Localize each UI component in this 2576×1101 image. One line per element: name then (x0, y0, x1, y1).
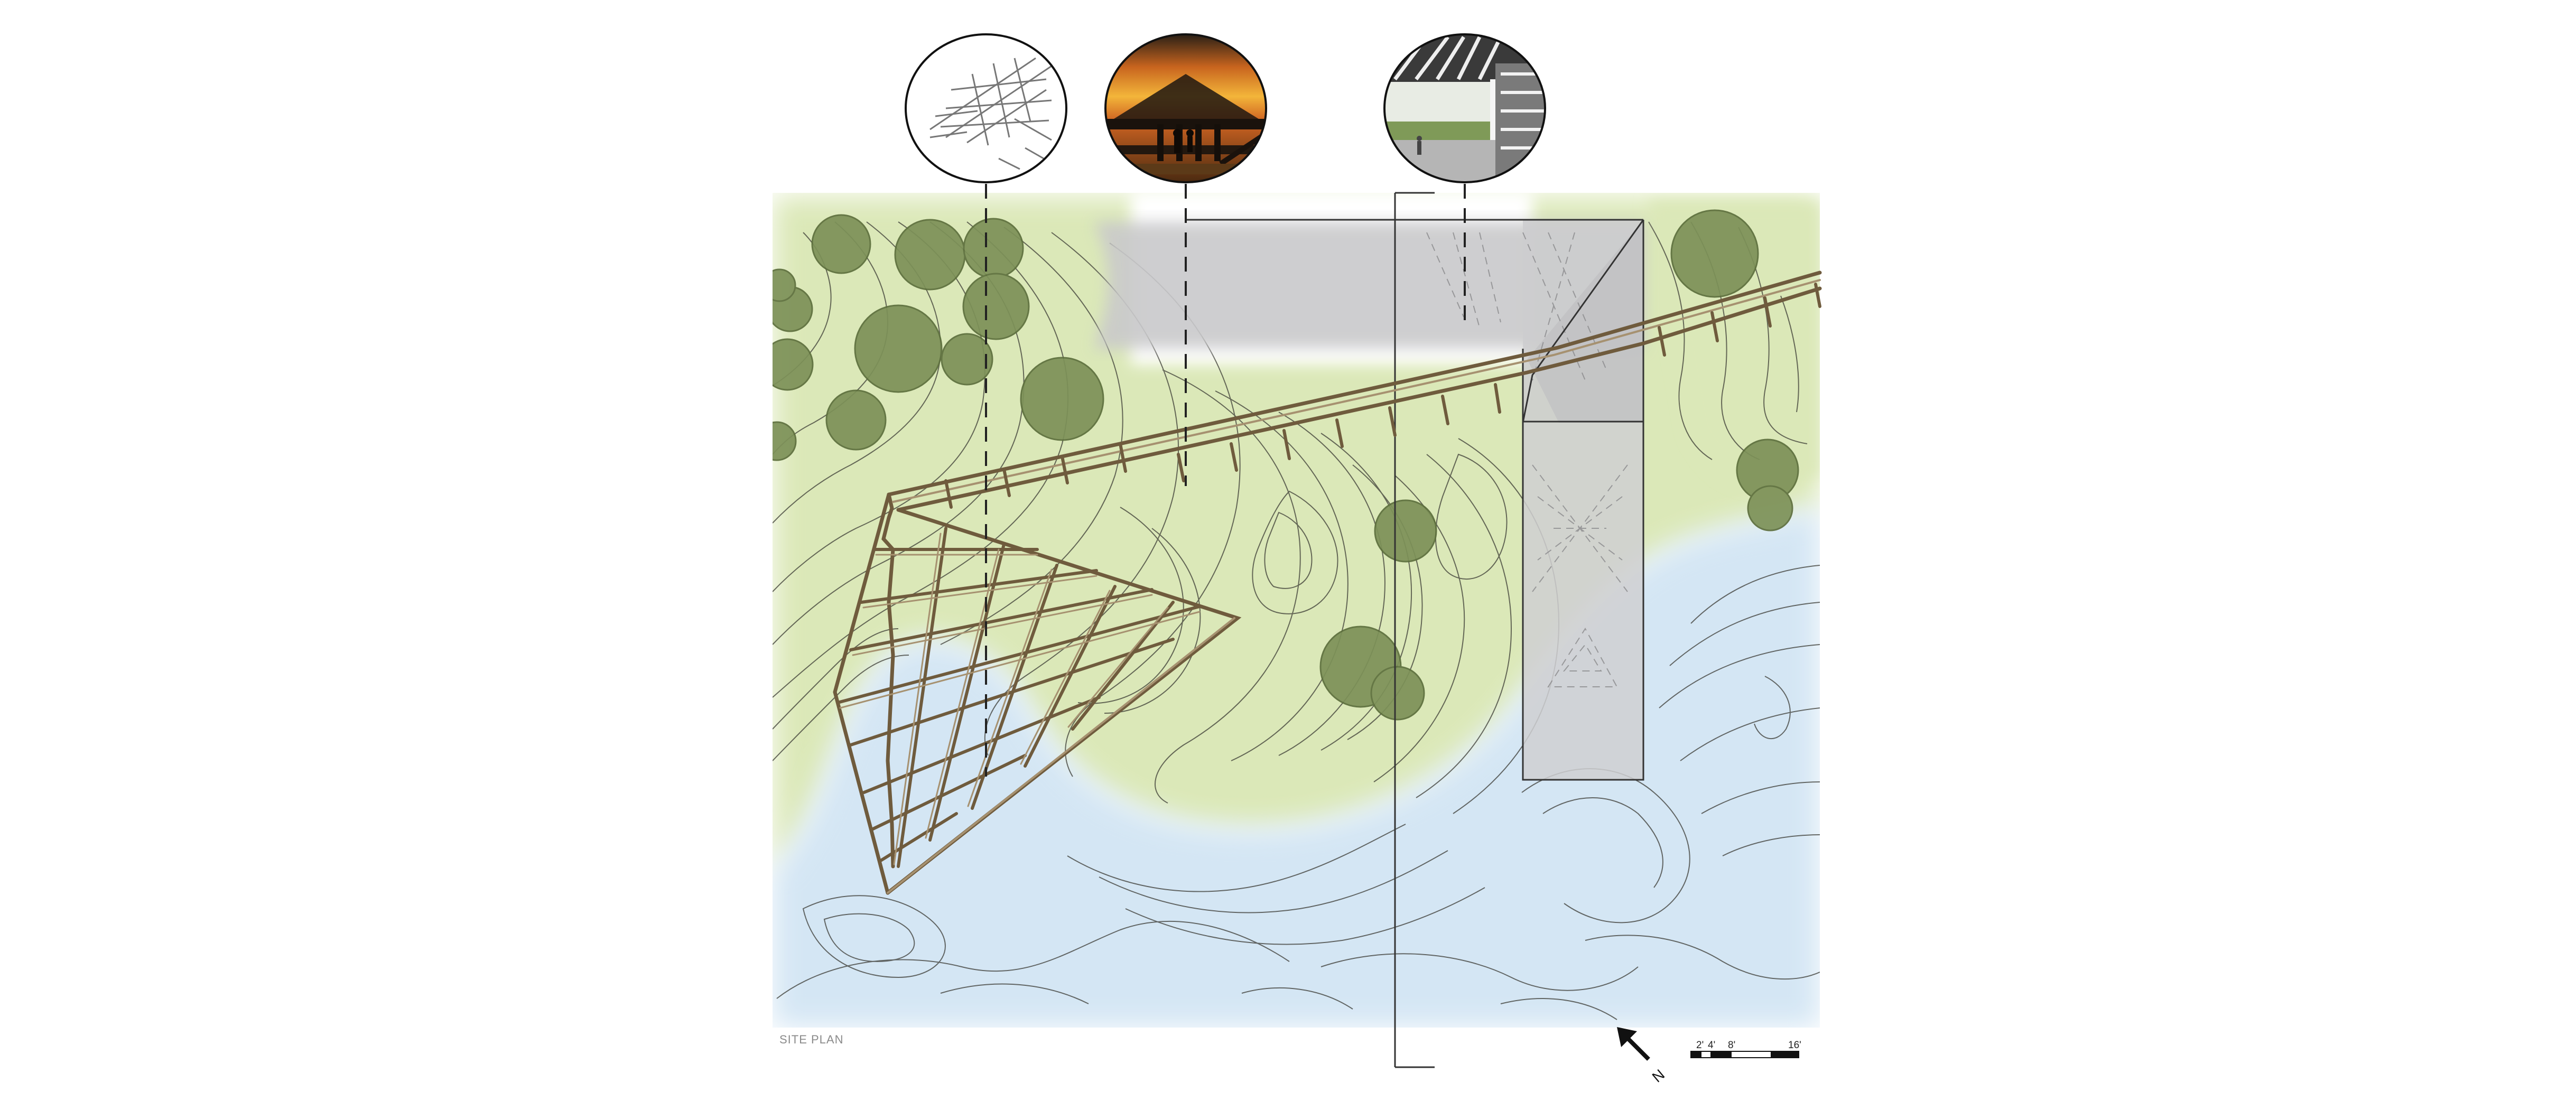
tree (854, 304, 943, 393)
walkway-structure (833, 270, 1822, 895)
tree (773, 421, 797, 461)
interior-render-vignette (1383, 33, 1546, 183)
triangle-left-edge (881, 492, 895, 869)
water-area (773, 507, 1820, 1028)
walkway-rail-outer (887, 270, 1822, 497)
structure-shadow (1094, 220, 1643, 780)
tree (811, 214, 871, 274)
tree (1747, 485, 1793, 531)
tree (1020, 357, 1104, 441)
north-arrow: N (1617, 1027, 1668, 1086)
tree (773, 338, 814, 391)
tree (962, 273, 1030, 340)
tree (963, 218, 1024, 279)
shadow-band (1094, 222, 1643, 349)
section-frame (1186, 192, 1644, 1068)
sunset-render-vignette (1104, 33, 1267, 183)
trees (773, 209, 1799, 721)
tree (1670, 209, 1759, 298)
tree (825, 389, 887, 451)
triangle-edge-west (833, 492, 891, 895)
scale-tick-16ft: 16' (1788, 1040, 1801, 1051)
leader-lines (985, 184, 1466, 777)
walkway-rail-inner (896, 286, 1822, 512)
structure-sketch-vignette (905, 33, 1067, 183)
tower-outline (1522, 220, 1644, 781)
scale-tick-8ft: 8' (1728, 1040, 1735, 1051)
scale-bar: 2' 4' 8' 16' (1690, 1040, 1801, 1058)
tree (1374, 499, 1437, 563)
tree (894, 219, 966, 291)
plan-label: SITE PLAN (779, 1033, 844, 1046)
scale-tick-4ft: 4' (1708, 1040, 1715, 1051)
tree (1370, 666, 1425, 721)
tree (773, 268, 796, 302)
tower-lower (1523, 421, 1643, 780)
scale-tick-2ft: 2' (1696, 1040, 1704, 1051)
north-label: N (1649, 1066, 1668, 1086)
tree (941, 333, 993, 386)
tower-diagonal-line (1522, 219, 1644, 423)
